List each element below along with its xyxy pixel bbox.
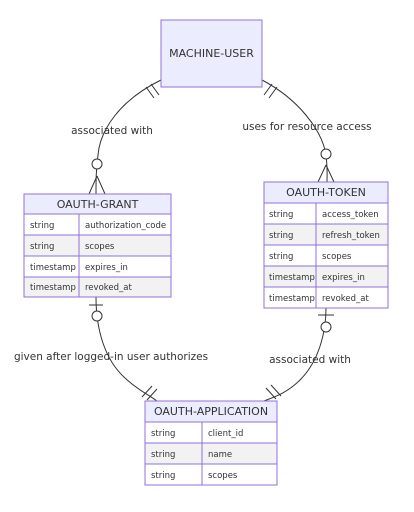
attr-name: expires_in	[322, 273, 365, 283]
label-user-token: uses for resource access	[242, 121, 371, 133]
attr-name: scopes	[85, 242, 115, 252]
cardinality-markers	[88, 83, 335, 401]
attr-name: scopes	[208, 471, 238, 481]
attr-name: authorization_code	[85, 221, 166, 231]
attr-name: revoked_at	[322, 294, 369, 304]
attr-type: timestamp	[30, 263, 76, 273]
marker-one-user-grant	[145, 83, 160, 99]
attr-type: string	[269, 252, 293, 262]
label-user-grant: associated with	[71, 125, 153, 137]
attr-type: string	[151, 471, 175, 481]
attr-row	[23, 276, 172, 298]
marker-many-user-grant	[88, 158, 106, 195]
line-user-grant	[95, 79, 162, 195]
marker-zero-one-token	[318, 314, 334, 333]
entity-oauth-token: OAUTH-TOKEN string access_token string r…	[263, 181, 389, 309]
attr-type: timestamp	[269, 273, 315, 283]
attr-type: string	[151, 450, 175, 460]
attr-type: string	[30, 242, 54, 252]
entity-title: OAUTH-TOKEN	[286, 186, 366, 199]
attr-type: string	[30, 221, 54, 231]
attr-name: scopes	[322, 252, 352, 262]
marker-one-token-app	[265, 384, 282, 400]
attr-type: timestamp	[269, 294, 315, 304]
marker-one-grant-app	[141, 385, 158, 401]
attr-type: string	[269, 210, 293, 220]
attr-row	[144, 463, 278, 486]
attr-type: timestamp	[30, 283, 76, 293]
attr-type: string	[151, 429, 175, 439]
attr-name: revoked_at	[85, 283, 132, 293]
attr-name: expires_in	[85, 263, 128, 273]
marker-one-user-token	[263, 83, 278, 99]
entity-title: OAUTH-APPLICATION	[154, 405, 268, 418]
attr-name: refresh_token	[322, 231, 380, 241]
attr-name: access_token	[322, 210, 379, 220]
attr-row	[263, 286, 389, 309]
attr-type: string	[269, 231, 293, 241]
label-grant-app: given after logged-in user authorizes	[14, 351, 208, 363]
entity-box	[160, 19, 263, 88]
entity-title: MACHINE-USER	[169, 47, 254, 60]
label-token-app: associated with	[269, 354, 351, 366]
relationship-labels: associated with uses for resource access…	[14, 121, 372, 366]
marker-zero-one-grant	[89, 304, 103, 322]
entity-machine-user: MACHINE-USER	[160, 19, 263, 88]
entity-oauth-application: OAUTH-APPLICATION string client_id strin…	[144, 400, 278, 486]
entity-title: OAUTH-GRANT	[57, 198, 139, 211]
attr-name: client_id	[208, 429, 243, 439]
marker-many-user-token	[317, 148, 335, 183]
entity-oauth-grant: OAUTH-GRANT string authorization_code st…	[23, 193, 172, 298]
attr-name: name	[208, 450, 232, 460]
line-grant-app	[95, 296, 159, 403]
